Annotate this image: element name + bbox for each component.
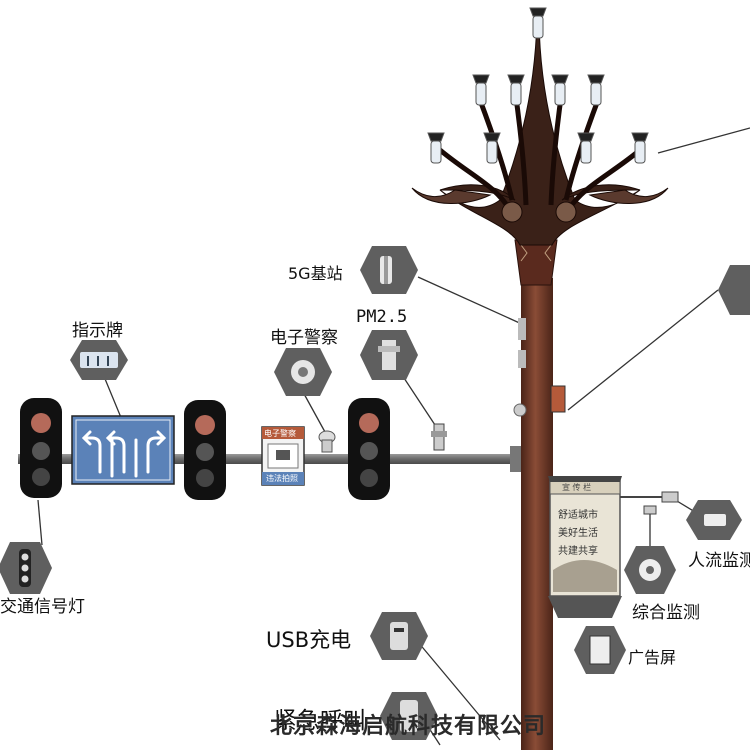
police-sign-top: 电子警察 [264, 429, 296, 438]
dome-camera [643, 505, 657, 515]
traffic-light-label: 交通信号灯 [0, 597, 85, 617]
arm-pm-sensor [431, 423, 447, 451]
police-sign-bottom: 违法拍照 [266, 474, 298, 483]
police-label: 电子警察 [270, 328, 338, 348]
ad-panel-line2: 美好生活 [558, 528, 598, 539]
ad-screen [548, 476, 622, 618]
ad-screen-label: 广告屏 [628, 648, 677, 667]
watermark: 北京森海启航科技有限公司 [270, 713, 547, 739]
base-station-label: 5G基站 [288, 264, 343, 283]
callout-hexes [0, 246, 750, 740]
traffic-light-2 [184, 400, 226, 500]
lamp-bulbs [427, 7, 649, 164]
crowd-camera [620, 491, 679, 503]
traffic-light-1 [20, 398, 62, 498]
leader-lines [37, 127, 750, 746]
pm25-label: PM2.5 [356, 307, 408, 327]
police-sign [261, 426, 305, 486]
main-pole [513, 239, 566, 750]
crowd-label: 人流监测 [688, 551, 750, 571]
emergency-label: 紧急呼叫 [274, 708, 366, 734]
arm-camera [318, 430, 336, 453]
monitor-label: 综合监测 [632, 603, 700, 623]
usb-label: USB充电 [266, 628, 352, 652]
ad-panel-header: 宣 传 栏 [562, 483, 592, 492]
ad-panel-line1: 舒适城市 [558, 510, 598, 521]
lamp-head [411, 19, 669, 246]
ad-panel-line3: 共建共享 [558, 546, 598, 557]
direction-sign [71, 415, 175, 485]
signboard-label: 指示牌 [72, 321, 123, 341]
traffic-light-3 [348, 398, 390, 500]
